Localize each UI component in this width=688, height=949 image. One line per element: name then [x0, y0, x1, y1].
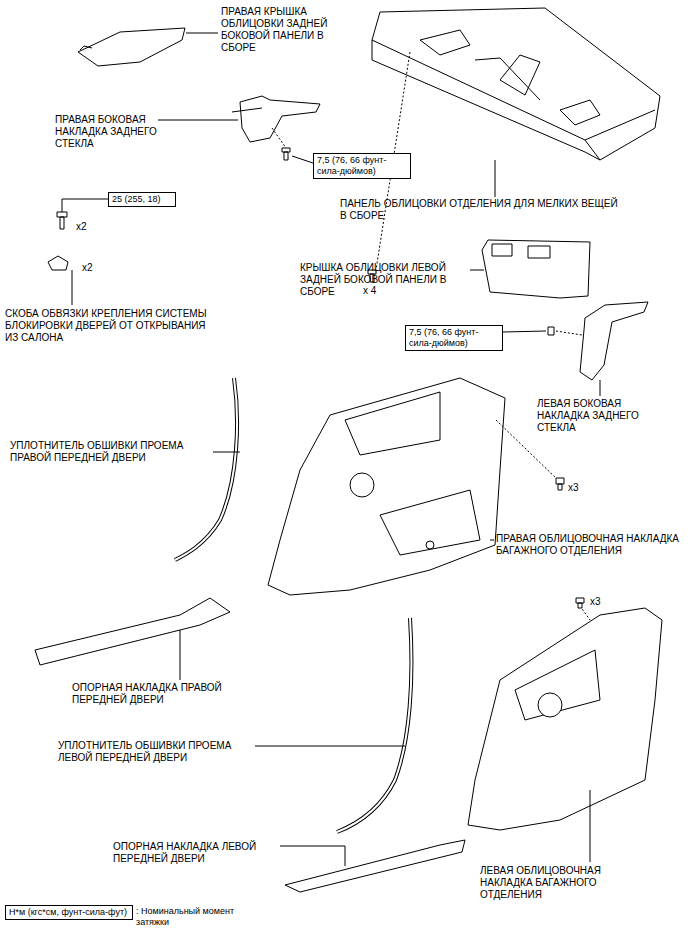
- torque-value: 7,5 (76, 66 фунт-сила-дюймов): [409, 327, 499, 349]
- part-name: ПРАВАЯ ОБЛИЦОВОЧНАЯ НАКЛАДКА БАГАЖНОГО О…: [496, 533, 681, 557]
- quantity-mark: x2: [76, 221, 106, 233]
- part-name: ПАНЕЛЬ ОБЛИЦОВКИ ОТДЕЛЕНИЯ ДЛЯ МЕЛКИХ ВЕ…: [340, 198, 625, 222]
- part-name: УПЛОТНИТЕЛЬ ОБШИВКИ ПРОЕМА ПРАВОЙ ПЕРЕДН…: [10, 440, 215, 464]
- torque-value: 7,5 (76, 66 фунт-сила-дюймов): [317, 155, 407, 177]
- part-name: КРЫШКА ОБЛИЦОВКИ ЛЕВОЙ ЗАДНЕЙ БОКОВОЙ ПА…: [300, 262, 470, 298]
- part-name: ЛЕВАЯ БОКОВАЯ НАКЛАДКА ЗАДНЕГО СТЕКЛА: [537, 398, 647, 434]
- part-name: ЛЕВАЯ ОБЛИЦОВОЧНАЯ НАКЛАДКА БАГАЖНОГО ОТ…: [480, 865, 630, 901]
- quantity-mark: x 4: [363, 285, 393, 297]
- part-name: ОПОРНАЯ НАКЛАДКА ПРАВОЙ ПЕРЕДНЕЙ ДВЕРИ: [72, 682, 267, 706]
- part-name: ПРАВАЯ БОКОВАЯ НАКЛАДКА ЗАДНЕГО СТЕКЛА: [55, 114, 160, 150]
- legend-sample-box: Н*м (кгс*см, фунт-сила-фут): [5, 905, 133, 920]
- part-name: СКОБА ОБВЯЗКИ КРЕПЛЕНИЯ СИСТЕМЫ БЛОКИРОВ…: [5, 308, 210, 344]
- part-name: ОПОРНАЯ НАКЛАДКА ЛЕВОЙ ПЕРЕДНЕЙ ДВЕРИ: [113, 841, 283, 865]
- quantity-mark: x3: [568, 482, 598, 494]
- part-name: УПЛОТНИТЕЛЬ ОБШИВКИ ПРОЕМА ЛЕВОЙ ПЕРЕДНЕ…: [58, 740, 258, 764]
- part-name: ПРАВАЯ КРЫШКА ОБЛИЦОВКИ ЗАДНЕЙ БОКОВОЙ П…: [221, 6, 351, 54]
- quantity-mark: x2: [82, 262, 112, 274]
- torque-box: 25 (255, 18): [108, 192, 176, 207]
- legend-entry: : Номинальный момент затяжки: [136, 906, 246, 928]
- torque-value: Н*м (кгс*см, фунт-сила-фут): [9, 907, 129, 918]
- torque-value: 25 (255, 18): [112, 194, 172, 205]
- legend-text: : Номинальный момент затяжки: [136, 906, 234, 927]
- quantity-mark: x3: [590, 596, 620, 608]
- torque-box: 7,5 (76, 66 фунт-сила-дюймов): [313, 153, 411, 179]
- torque-box: 7,5 (76, 66 фунт-сила-дюймов): [405, 325, 503, 351]
